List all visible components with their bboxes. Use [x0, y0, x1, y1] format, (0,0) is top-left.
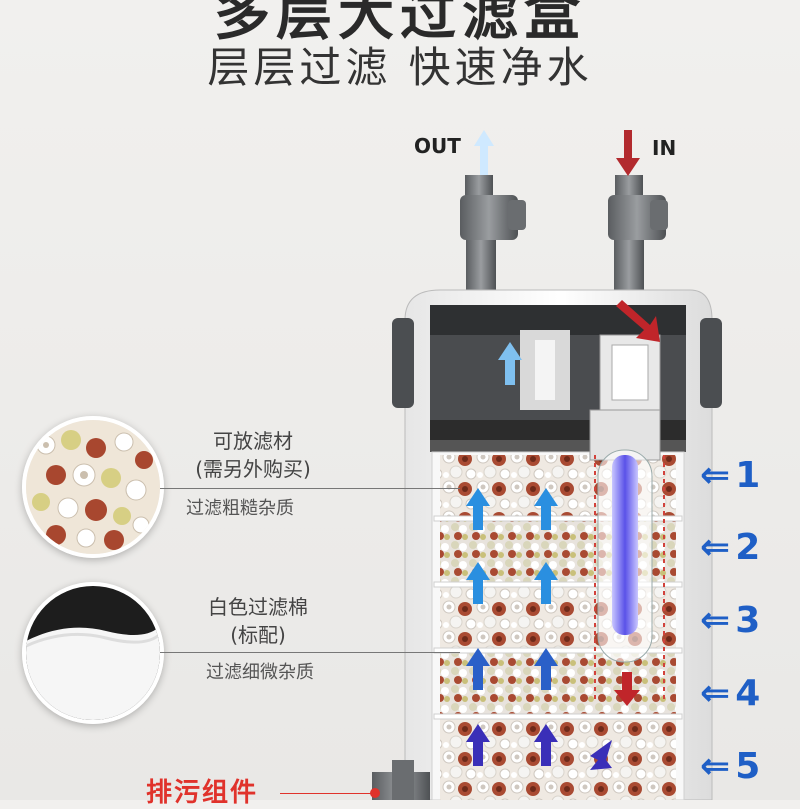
- left-arrow-icon: ⇐: [700, 600, 731, 641]
- cotton-callout-line: [160, 652, 460, 653]
- drain-assembly-label: 排污组件: [146, 778, 259, 808]
- media-callout-note: (需另外购买): [195, 457, 311, 481]
- layer-4-marker: ⇐ 4: [700, 673, 760, 714]
- layer-3-marker: ⇐ 3: [700, 600, 760, 641]
- drain-callout-line: [280, 793, 375, 794]
- page-title: 多层大过滤盒: [214, 0, 586, 48]
- left-arrow-icon: ⇐: [700, 527, 731, 568]
- layer-2-marker: ⇐ 2: [700, 527, 760, 568]
- ceramic-media-photo: [22, 416, 164, 558]
- drain-callout-dot: [370, 788, 380, 798]
- cotton-callout-note: (标配): [230, 623, 286, 647]
- page-subtitle: 层层过滤 快速净水: [207, 43, 593, 92]
- layer-number: 3: [735, 600, 761, 641]
- media-callout-line: [160, 488, 460, 489]
- in-label: IN: [652, 136, 677, 160]
- out-label: OUT: [414, 134, 461, 158]
- left-arrow-icon: ⇐: [700, 455, 731, 496]
- left-arrow-icon: ⇐: [700, 673, 731, 714]
- layer-number: 1: [735, 455, 761, 496]
- layer-number: 2: [735, 527, 761, 568]
- layer-5-marker: ⇐ 5: [700, 746, 760, 787]
- layer-1-marker: ⇐ 1: [700, 455, 760, 496]
- cotton-callout-title: 白色过滤棉: [208, 595, 308, 619]
- layer-number: 5: [735, 746, 761, 787]
- layer-number: 4: [735, 673, 761, 714]
- filter-cotton-photo: [22, 582, 164, 724]
- media-callout-desc: 过滤粗糙杂质: [186, 498, 294, 519]
- cotton-callout-desc: 过滤细微杂质: [206, 662, 314, 683]
- media-callout-title: 可放滤材: [213, 429, 293, 453]
- left-arrow-icon: ⇐: [700, 746, 731, 787]
